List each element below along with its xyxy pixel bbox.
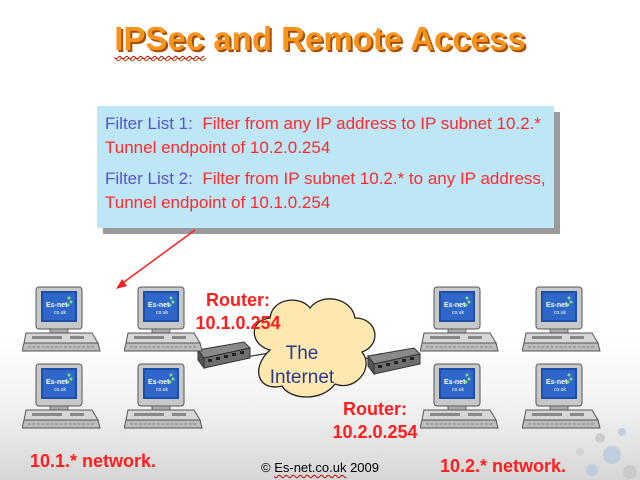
- page-title: IPSec and Remote Access: [0, 20, 640, 58]
- internet-label-line1: The: [285, 343, 319, 364]
- router-2-icon: [367, 347, 421, 375]
- filter-list-1-text: Filter from any IP address to IP subnet …: [105, 114, 541, 157]
- filter-list-2-label: Filter List 2:: [105, 169, 193, 188]
- copyright-year: 2009: [346, 460, 379, 475]
- computer-icon: [420, 362, 500, 432]
- computer-icon: [420, 285, 500, 355]
- computer-icon: [124, 362, 204, 432]
- filter-list-box: Filter List 1: Filter from any IP addres…: [97, 106, 554, 228]
- copyright: © Es-net.co.uk 2009: [0, 460, 640, 475]
- decorative-bubbles: [576, 428, 637, 479]
- network-right-label: 10.2.* network.: [440, 456, 567, 476]
- router-2-address: 10.2.0.254: [332, 422, 418, 442]
- filter-list-2: Filter List 2: Filter from IP subnet 10.…: [105, 167, 546, 215]
- internet-label-line2: Internet: [269, 367, 335, 388]
- pointer-arrow: [119, 229, 196, 286]
- copyright-brand: Es-net.co.uk: [274, 460, 347, 475]
- computer-icon: [22, 362, 102, 432]
- filter-list-1: Filter List 1: Filter from any IP addres…: [105, 112, 546, 160]
- computer-icon: [22, 285, 102, 355]
- router-2-label: Router: 10.2.0.254: [320, 398, 430, 444]
- computer-icon: [522, 362, 602, 432]
- title-rest: and Remote Access: [204, 20, 526, 57]
- router-1-title: Router:: [206, 290, 270, 310]
- router-1-icon: [197, 341, 251, 369]
- router-1-label: Router: 10.1.0.254: [186, 289, 290, 335]
- title-word-ipsec: IPSec: [114, 20, 205, 57]
- copyright-symbol: ©: [260, 460, 275, 475]
- router-1-address: 10.1.0.254: [195, 313, 281, 333]
- filter-list-1-label: Filter List 1:: [105, 114, 193, 133]
- computer-icon: [522, 285, 602, 355]
- internet-cloud: [253, 298, 376, 398]
- router-2-title: Router:: [343, 399, 407, 419]
- network-left-label: 10.1.* network.: [30, 451, 157, 471]
- internet-label: The Internet: [262, 342, 342, 390]
- arrowhead-icon: [116, 279, 127, 289]
- filter-list-2-text: Filter from IP subnet 10.2.* to any IP a…: [105, 169, 546, 212]
